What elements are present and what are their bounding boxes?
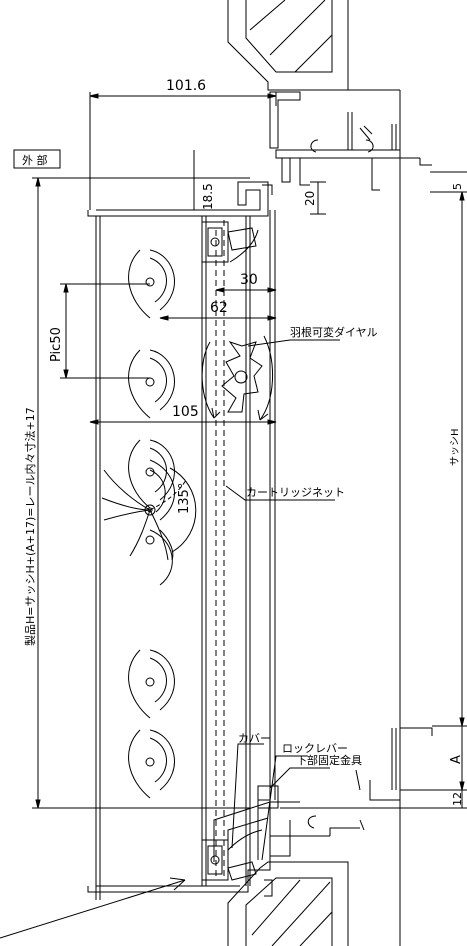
dimension-lines <box>32 92 467 809</box>
leader-lines <box>0 339 340 939</box>
top-bracket <box>87 181 273 900</box>
bottom-bracket-label: 下部固定金具 <box>296 753 362 767</box>
dial-label: 羽根可変ダイヤル <box>290 325 378 339</box>
dim-62-label: 62 <box>210 300 228 316</box>
lock-lever-label: ロックレバー <box>282 742 348 755</box>
upper-sash-frame <box>269 91 432 191</box>
wall-section <box>213 0 401 946</box>
angle-label: 135° <box>177 483 192 514</box>
rails <box>201 210 276 886</box>
louver-blades <box>101 249 197 799</box>
net-label: カートリッジネット <box>246 486 345 499</box>
bottom-mechanism <box>201 829 263 881</box>
lower-sash-frame <box>270 727 433 857</box>
exterior-label: 外 部 <box>22 153 48 167</box>
dial-symbol <box>201 335 273 421</box>
dim-30-label: 30 <box>240 272 258 288</box>
dim-a-label: A <box>449 755 464 764</box>
cover-label: カバー <box>238 732 271 745</box>
sash-h-label: サッシH <box>449 428 461 466</box>
exterior-label-box <box>13 149 61 169</box>
product-h-label: 製品H=サッシH+(A+17)=レール内々寸法+17 <box>23 407 37 646</box>
dim-101-6-label: 101.6 <box>166 78 206 94</box>
top-mechanism <box>201 221 259 263</box>
dim-105-label: 105 <box>172 404 199 420</box>
dim-5-label: 5 <box>451 183 464 190</box>
pitch-label: Pic50 <box>49 327 64 362</box>
dim-18-5-label: 18.5 <box>201 183 215 210</box>
dim-12-label: 12 <box>451 792 464 806</box>
dim-20-label: 20 <box>303 191 317 206</box>
